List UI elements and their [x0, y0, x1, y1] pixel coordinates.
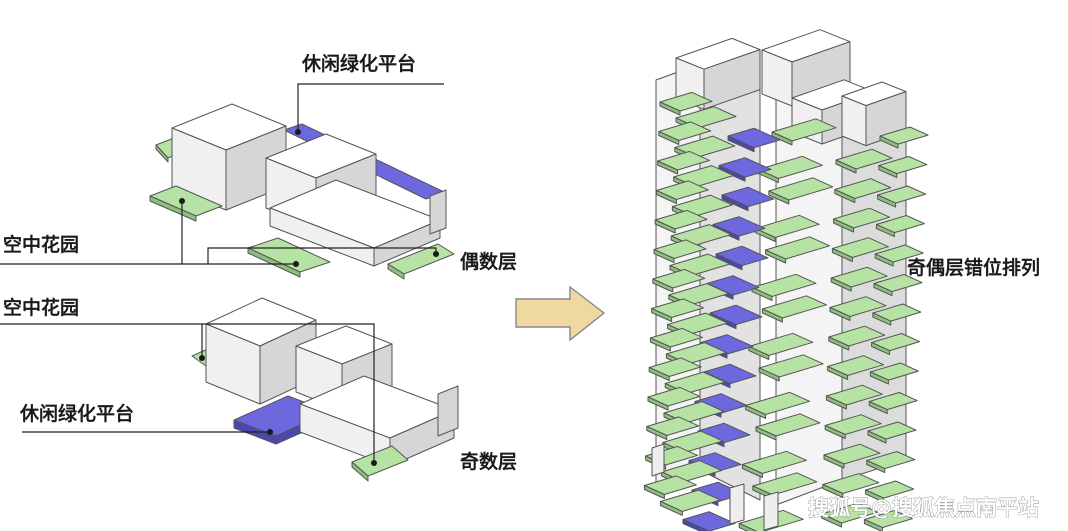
odd-floor-plan — [191, 297, 459, 482]
tower-column — [763, 491, 779, 531]
sky-garden-slab-side — [155, 144, 169, 163]
tower-leisure-platform — [682, 511, 736, 531]
tower-sky-garden-side — [761, 308, 783, 323]
tower-sky-garden-side — [873, 283, 893, 297]
tower-sky-garden-side — [830, 277, 852, 292]
tower-sky-garden-side — [643, 485, 665, 499]
tower-sky-garden-side — [748, 346, 770, 360]
tower-sky-garden-side — [879, 135, 899, 149]
tower-sky-garden-side — [827, 366, 849, 380]
leisure-platform-label: 休闲绿化平台 — [19, 402, 134, 425]
sky-garden-label: 空中花园 — [3, 233, 79, 256]
tower-sky-garden-side — [823, 454, 845, 469]
tower-leisure-platform-side — [721, 194, 749, 212]
tower-sky-garden-side — [874, 253, 894, 267]
tower-sky-garden-side — [865, 489, 885, 503]
tower-sky-garden-side — [867, 430, 887, 444]
tower-sky-garden-side — [651, 308, 673, 322]
tower-sky-garden-side — [647, 396, 669, 411]
tower-sky-garden-side — [768, 190, 790, 205]
tower-sky-garden-side — [655, 190, 677, 204]
watermark: 搜狐号@搜狐焦点南平站 — [808, 496, 1039, 520]
tower-sky-garden-side — [765, 249, 787, 264]
tower-sky-garden-side — [872, 312, 892, 326]
tower-sky-garden-side — [824, 425, 846, 439]
leisure-platform-label: 休闲绿化平台 — [301, 52, 416, 75]
tower-sky-garden-side — [863, 519, 883, 531]
tower-sky-garden-side — [871, 342, 891, 356]
tower-sky-garden-side — [866, 460, 886, 474]
sky-garden-slab-side — [149, 195, 197, 222]
tower-sky-garden-side — [831, 248, 853, 262]
tower-sky-garden-side — [869, 371, 889, 385]
tower-sky-garden-side — [828, 336, 850, 351]
odd-floor-label: 奇数层 — [460, 450, 517, 473]
tower-block — [703, 49, 761, 110]
tower-sky-garden-side — [646, 426, 668, 440]
tower-column — [729, 483, 745, 525]
tower-leisure-platform-side — [715, 253, 743, 271]
leader-lines — [0, 83, 444, 466]
tower-sky-garden-side — [877, 194, 897, 208]
staggered-arrangement-label: 奇偶层错位排列 — [907, 256, 1040, 279]
tower-sky-garden-side — [829, 307, 851, 321]
building-block — [437, 385, 459, 437]
tower-sky-garden-side — [751, 287, 773, 301]
tower-sky-garden-side — [834, 189, 856, 203]
tower-sky-garden-side — [833, 218, 855, 233]
tower-sky-garden-side — [878, 165, 898, 179]
even-floor-label: 偶数层 — [460, 250, 517, 273]
tower-sky-garden-side — [875, 224, 895, 238]
tower-sky-garden-side — [658, 131, 680, 145]
tower-sky-garden-side — [822, 484, 844, 498]
building-block — [429, 189, 447, 235]
building-block — [373, 219, 441, 267]
residential-tower — [643, 29, 929, 531]
tower-leisure-platform-side — [682, 519, 710, 531]
sky-garden-label: 空中花园 — [3, 296, 79, 319]
tower-sky-garden-side — [821, 513, 843, 528]
tower-sky-garden-side — [835, 159, 857, 174]
tower-sky-garden-side — [653, 249, 675, 263]
tower-sky-garden-side — [771, 131, 793, 146]
tower-sky-garden-side — [657, 160, 679, 175]
tower-sky-garden-side — [652, 278, 674, 293]
tower-leisure-platform-side — [718, 165, 746, 182]
tower-sky-garden-side — [649, 337, 671, 352]
sky-garden-slab-side — [387, 263, 405, 280]
tower-sky-garden-side — [745, 405, 767, 419]
right-arrow-icon — [515, 285, 606, 342]
tower-sky-garden-side — [648, 367, 670, 381]
tower-column — [651, 443, 665, 477]
tower-sky-garden-side — [659, 101, 681, 116]
tower-sky-garden-side — [738, 523, 758, 531]
tower-sky-garden-side — [659, 501, 683, 516]
tower-sky-garden-side — [654, 219, 676, 234]
tower-sky-garden-side — [741, 464, 763, 478]
sky-garden-slab-side — [351, 461, 369, 482]
tower-sky-garden-side — [825, 395, 847, 410]
tower-sky-garden-side — [868, 401, 888, 415]
even-floor-plan — [149, 103, 455, 280]
tower-leisure-platform-side — [727, 135, 755, 153]
tower-sky-garden-side — [755, 426, 777, 441]
tower-sky-garden-side — [758, 367, 780, 382]
